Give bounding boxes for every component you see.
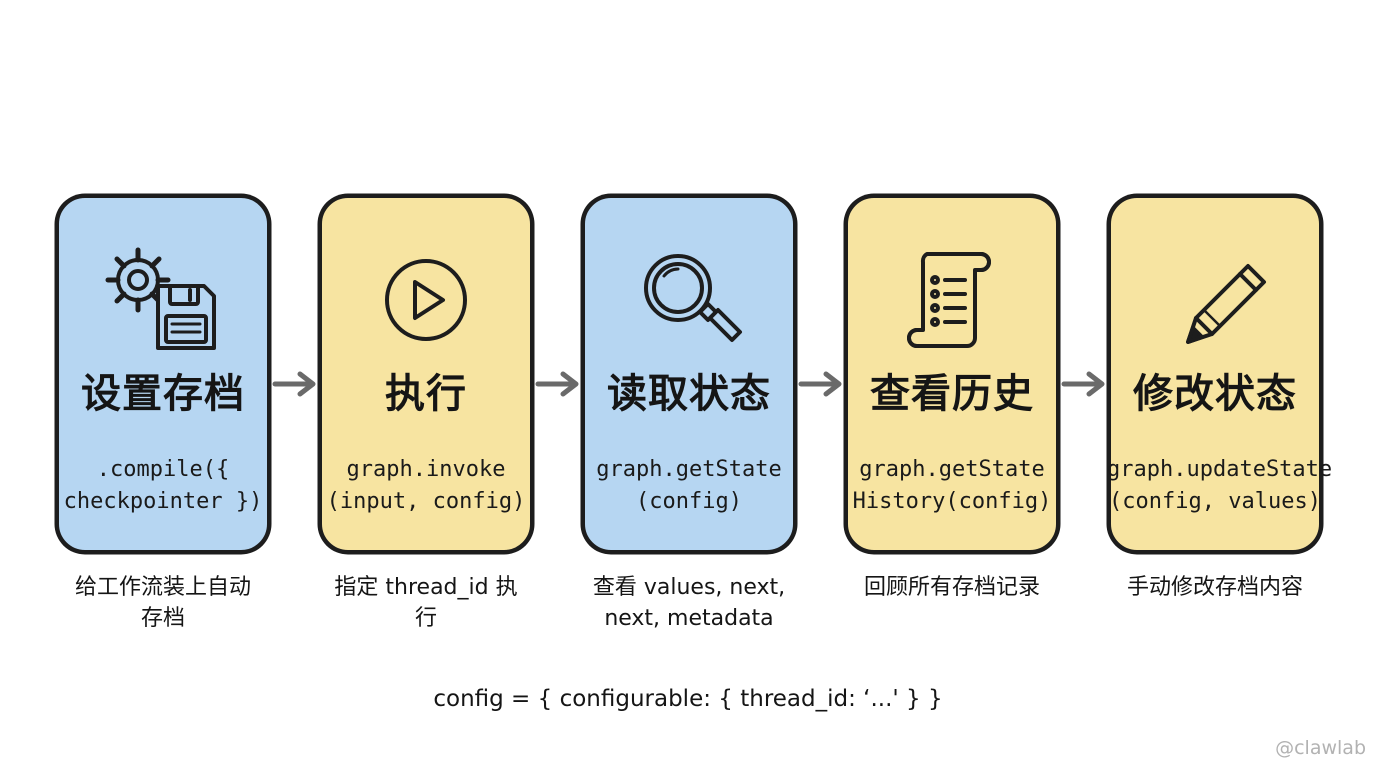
code-snippet: graph.getState (config) (581, 454, 797, 518)
caption-line: 回顾所有存档记录 (863, 575, 1040, 600)
caption-line: 手动修改存档内容 (1126, 575, 1303, 600)
step-card-state-history: 查看历史 graph.getState History(config) (844, 194, 1060, 554)
caption-line: 查看 values, next, (592, 575, 786, 600)
caption-line: 存档 (140, 606, 185, 631)
step-card-update-state: 修改状态 graph.updateState (config, values) (1107, 194, 1333, 554)
step-title: 修改状态 (1133, 371, 1297, 417)
gear-and-floppy-disk-icon (98, 238, 228, 358)
step-caption: 给工作流装上自动 存档 (43, 572, 283, 634)
code-line: checkpointer }) (63, 489, 263, 514)
code-line: (input, config) (326, 489, 526, 514)
magnifying-glass-icon (624, 238, 754, 358)
step-card-invoke: 执行 graph.invoke (input, config) (318, 194, 534, 554)
step-title: 设置存档 (81, 371, 245, 417)
step-caption: 查看 values, next, next, metadata (569, 572, 809, 634)
code-snippet: .compile({ checkpointer }) (55, 454, 271, 518)
code-line: graph.updateState (1107, 457, 1333, 482)
code-line: History(config) (852, 489, 1052, 514)
flow-arrow (535, 370, 581, 398)
step-caption: 回顾所有存档记录 (832, 572, 1072, 603)
code-snippet: graph.getState History(config) (844, 454, 1060, 518)
code-line: graph.getState (596, 457, 782, 482)
step-caption: 指定 thread_id 执 行 (306, 572, 546, 634)
caption-line: 给工作流装上自动 (74, 575, 251, 600)
flow-arrow (1061, 370, 1107, 398)
code-snippet: graph.invoke (input, config) (318, 454, 534, 518)
scroll-list-icon (887, 238, 1017, 358)
pencil-icon (1150, 238, 1280, 358)
flow-arrow (272, 370, 318, 398)
step-title: 执行 (385, 371, 467, 417)
code-line: (config, values) (1109, 489, 1321, 514)
caption-line: 指定 thread_id 执 (334, 575, 518, 600)
flow-arrow (798, 370, 844, 398)
code-line: graph.getState (859, 457, 1045, 482)
caption-line: next, metadata (604, 606, 774, 631)
code-line: (config) (636, 489, 742, 514)
step-caption: 手动修改存档内容 (1095, 572, 1335, 603)
code-line: graph.invoke (346, 457, 506, 482)
config-note: config = { configurable: { thread_id: ‘.… (433, 686, 943, 712)
caption-line: 行 (414, 606, 437, 631)
play-icon (361, 238, 491, 358)
code-line: .compile({ (96, 457, 230, 482)
step-title: 读取状态 (607, 371, 771, 417)
code-snippet: graph.updateState (config, values) (1107, 454, 1333, 518)
step-title: 查看历史 (870, 371, 1034, 417)
step-card-setup-checkpoint: 设置存档 .compile({ checkpointer }) (55, 194, 271, 554)
watermark: @clawlab (1275, 737, 1366, 759)
step-card-get-state: 读取状态 graph.getState (config) (581, 194, 797, 554)
